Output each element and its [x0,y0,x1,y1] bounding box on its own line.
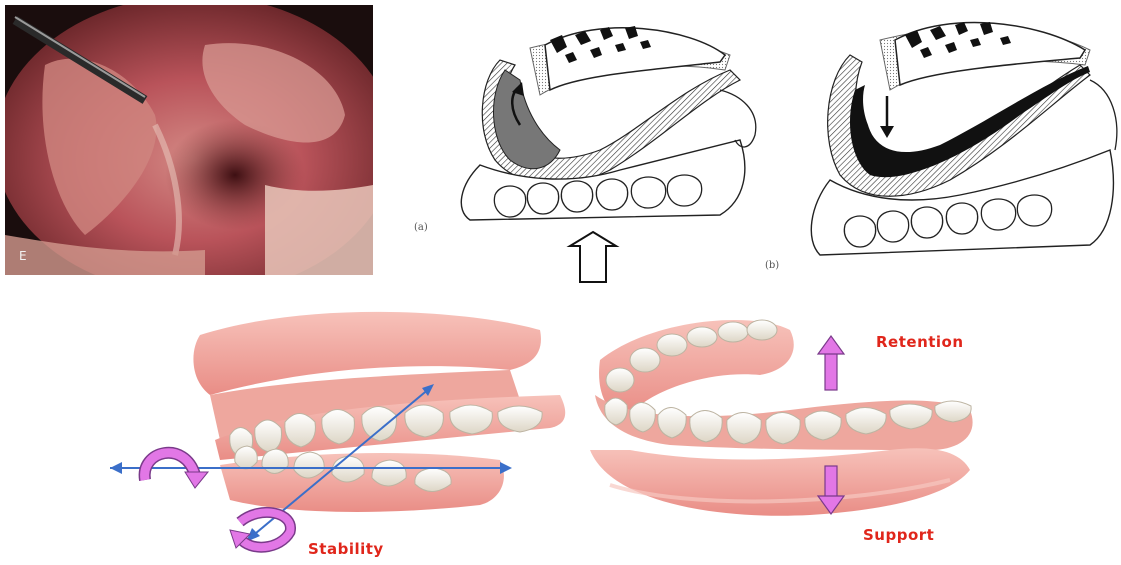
oral-cavity-image [5,5,373,275]
denture-forces-illustration: Retention Support Stability [90,300,1121,560]
denture-svg [90,300,1121,560]
drawing-b-tag: (b) [765,260,779,271]
support-label: Support [863,526,934,544]
cross-section-svg: (a) (b) [400,0,1121,290]
denture-side-view [110,312,565,548]
stability-label: Stability [308,540,384,558]
outline-up-arrow-icon [570,232,616,282]
drawing-a [461,26,755,282]
oral-cavity-photo: E [5,5,373,275]
retention-label: Retention [876,333,964,351]
photo-panel-letter: E [19,249,27,263]
drawing-a-tag: (a) [414,222,428,233]
retention-arrow-icon [818,336,844,390]
drawing-b [811,22,1117,255]
maxilla-cross-section-drawings: (a) (b) [400,0,1121,290]
